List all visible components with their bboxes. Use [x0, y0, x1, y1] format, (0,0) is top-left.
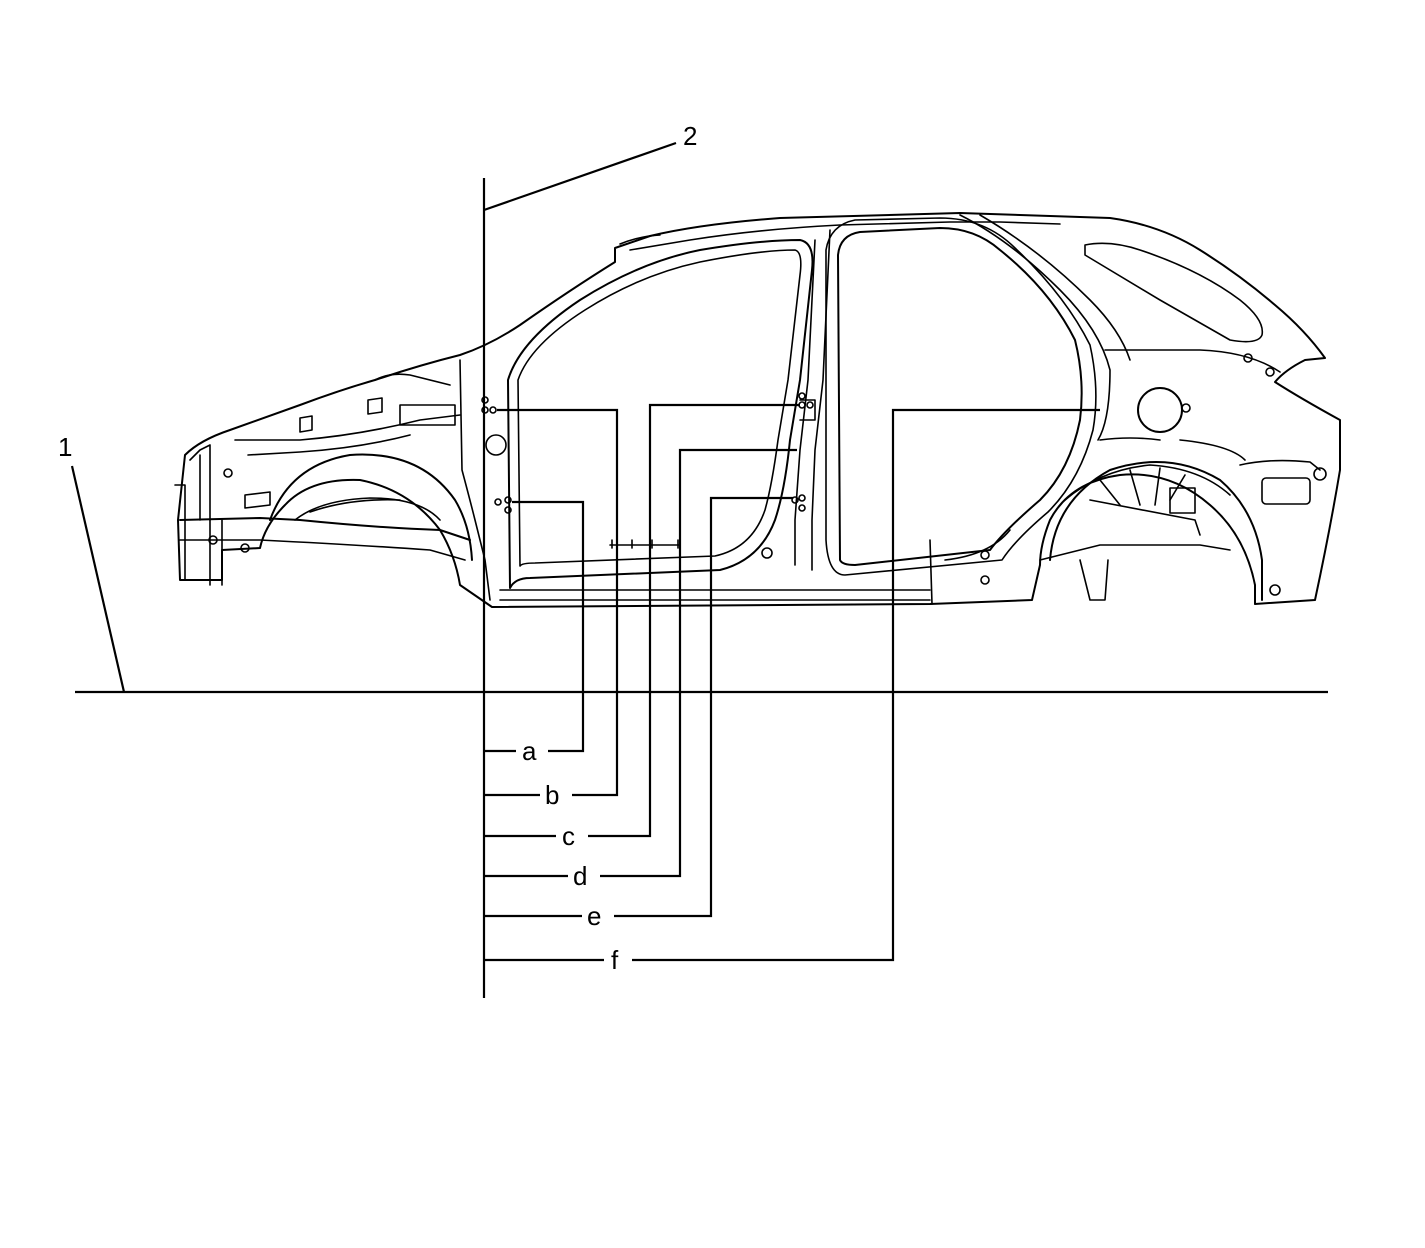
dimension-e-leader — [484, 496, 793, 918]
dimension-f-label: f — [611, 945, 619, 975]
dimension-b-label: b — [545, 780, 559, 810]
dimension-c-leader — [484, 403, 800, 838]
dimension-a-leader — [484, 500, 585, 753]
callout-1-label: 1 — [58, 432, 72, 462]
dimension-c-label: c — [562, 821, 575, 851]
reference-lines — [70, 141, 1328, 998]
callout-2-label: 2 — [683, 121, 697, 151]
vehicle-body-side — [174, 212, 1341, 608]
dimension-leaders — [484, 403, 1100, 962]
dimension-b-leader — [484, 408, 619, 797]
callout-1-leader — [70, 465, 126, 693]
dimension-a-label: a — [522, 736, 537, 766]
dimension-f-leader — [484, 408, 1100, 962]
callout-2-leader — [483, 141, 677, 212]
dimension-d-leader — [484, 448, 797, 878]
dimension-e-label: e — [587, 901, 601, 931]
dimension-d-label: d — [573, 861, 587, 891]
